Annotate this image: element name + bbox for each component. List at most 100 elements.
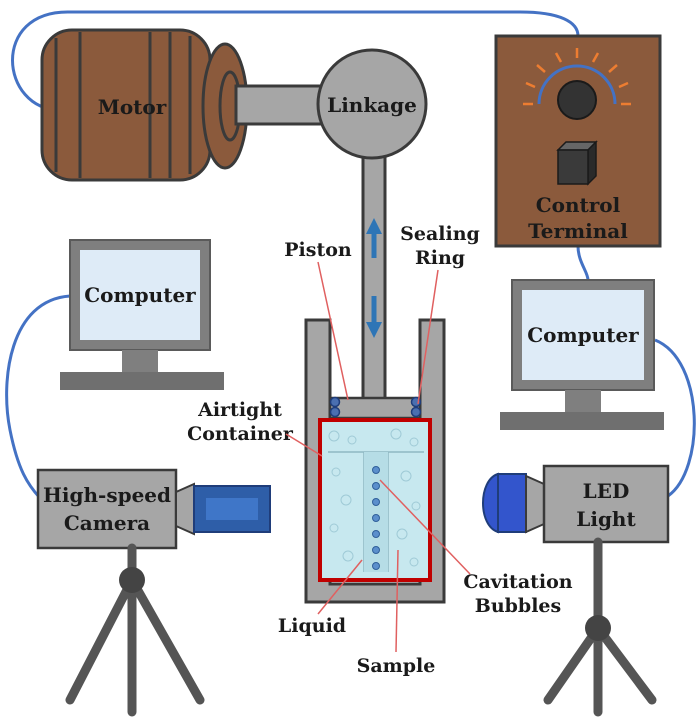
- liquid-pointer: [317, 559, 363, 615]
- sealing-ring-label-line1: Sealing: [400, 223, 480, 245]
- camera-lens-mount: [175, 482, 195, 536]
- arrow-down-shaft: [371, 296, 377, 322]
- computer-right-label: Computer: [527, 323, 639, 347]
- linkage: Linkage: [316, 48, 428, 160]
- control-terminal: Control Terminal: [494, 34, 662, 248]
- motor: Motor: [40, 28, 249, 182]
- camera-label-line2: Camera: [64, 511, 150, 535]
- control-terminal-box: [494, 34, 662, 248]
- led-lens-icon: [482, 472, 499, 534]
- linkage-wheel: [316, 48, 428, 160]
- dial-ray: [591, 52, 600, 63]
- sealing-ring-bead: [329, 406, 341, 418]
- background-bubble: [390, 428, 402, 440]
- motor-label-band: [82, 34, 148, 176]
- piston-pointer: [317, 261, 349, 401]
- dial-ray: [536, 64, 546, 73]
- switch-front-face: [557, 149, 589, 185]
- arrow-up-shaft: [371, 232, 377, 258]
- dial-ray: [618, 81, 629, 89]
- airtight-container-pointer: [285, 433, 323, 457]
- cavitation-bubbles-label-line2: Bubbles: [475, 595, 561, 617]
- cavitation-bubble: [372, 466, 380, 474]
- led-label-line1: LED: [583, 479, 630, 503]
- sealing-ring-pointer: [417, 269, 439, 405]
- led-lens-neck: [497, 473, 527, 533]
- cavitation-bubble: [372, 546, 380, 554]
- dial-ray: [608, 64, 618, 73]
- cavitation-bubble: [372, 498, 380, 506]
- control-terminal-label-line2: Terminal: [528, 219, 628, 243]
- background-bubble: [331, 467, 341, 477]
- cavitation-bubble: [372, 514, 380, 522]
- tripod-leg: [127, 575, 205, 705]
- camera-label-line1: High-speed: [43, 483, 171, 507]
- control-knob-icon: [557, 80, 597, 120]
- sealing-ring-bead: [329, 396, 341, 408]
- monitor-base: [500, 412, 664, 430]
- airtight-container-label-line1: Airtight: [197, 399, 282, 421]
- computer-right: Computer: [500, 279, 664, 430]
- tripod-leg: [543, 623, 603, 705]
- liquid-bubbles: [328, 428, 421, 567]
- sealing-ring-bead: [410, 406, 422, 418]
- background-bubble: [411, 501, 421, 511]
- linkage-label: Linkage: [327, 93, 417, 117]
- led-light: LED Light: [482, 464, 670, 544]
- camera-lens-highlight: [206, 498, 258, 520]
- led-label-line2: Light: [576, 507, 636, 531]
- monitor-screen: [522, 290, 644, 380]
- dial-indicator-rays: [523, 48, 631, 106]
- background-bubble: [347, 435, 357, 445]
- sealing-ring-left: [329, 396, 341, 418]
- cavitation-bubble: [372, 562, 380, 570]
- computer-left: Computer: [60, 239, 224, 390]
- motor-shaft: [234, 84, 334, 126]
- cable-computer-led: [654, 338, 696, 498]
- background-bubble: [396, 528, 408, 540]
- monitor-neck: [565, 390, 601, 412]
- tripod-leg: [65, 575, 137, 705]
- background-bubble: [400, 470, 412, 482]
- monitor-base: [60, 372, 224, 390]
- background-bubble: [340, 494, 352, 506]
- cavitation-bubbles-pointer: [379, 479, 471, 575]
- cavitation-bubbles: [372, 466, 380, 570]
- camera-body: [36, 468, 178, 550]
- arrow-up-head: [366, 218, 382, 234]
- high-speed-camera: High-speed Camera: [36, 468, 271, 550]
- sample-pointer: [395, 549, 399, 653]
- airtight-container-outline: [318, 418, 432, 582]
- piston-head: [328, 396, 422, 420]
- piston-rod: [361, 138, 387, 404]
- sample-label: Sample: [357, 655, 436, 677]
- pressure-vessel: [304, 318, 446, 604]
- background-bubble: [409, 437, 419, 447]
- led-body: [542, 464, 670, 544]
- cavitation-bubble: [372, 482, 380, 490]
- cavitation-bubbles-label-line1: Cavitation: [463, 571, 572, 593]
- control-terminal-label-line1: Control: [536, 193, 621, 217]
- background-bubble: [329, 523, 339, 533]
- tripod-joint: [585, 615, 611, 641]
- dial-arc: [537, 64, 617, 105]
- reciprocating-arrow-icon: [366, 218, 382, 338]
- cable-motor-control: [11, 10, 580, 112]
- led-mount: [525, 474, 545, 534]
- tripod-leg: [593, 623, 657, 705]
- switch-side-face: [587, 140, 597, 186]
- computer-left-label: Computer: [84, 283, 196, 307]
- background-bubble: [342, 550, 354, 562]
- arrow-down-head: [366, 322, 382, 338]
- tripod-joint: [119, 567, 145, 593]
- sealing-ring-label-line2: Ring: [415, 247, 465, 269]
- liquid-label: Liquid: [278, 615, 346, 637]
- background-bubble: [328, 430, 340, 442]
- cable-computer-camera: [5, 294, 71, 500]
- motor-label: Motor: [98, 95, 167, 119]
- cable-control-computer: [576, 245, 590, 281]
- background-bubble: [409, 557, 419, 567]
- monitor-screen: [80, 250, 200, 340]
- airtight-container-label-line2: Container: [187, 423, 294, 445]
